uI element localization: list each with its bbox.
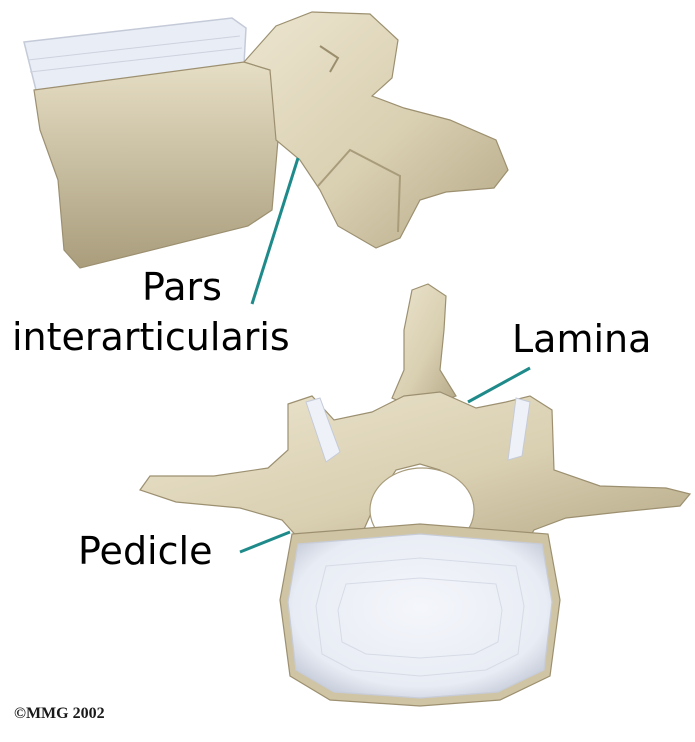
side-posterior-elements [244,12,508,248]
side-view-vertebra [24,12,508,268]
side-vertebral-body [34,62,278,268]
lamina-label: Lamina [512,320,651,358]
pedicle-leader-line [240,532,290,552]
lamina-leader-line [468,368,530,402]
copyright-notice: ©MMG 2002 [14,705,105,723]
pars-label-line1: Pars [142,268,222,306]
spinous-process [392,284,456,410]
pedicle-label: Pedicle [78,532,212,570]
pars-label-line2: interarticularis [12,318,290,356]
disc-top-surface [288,534,552,698]
